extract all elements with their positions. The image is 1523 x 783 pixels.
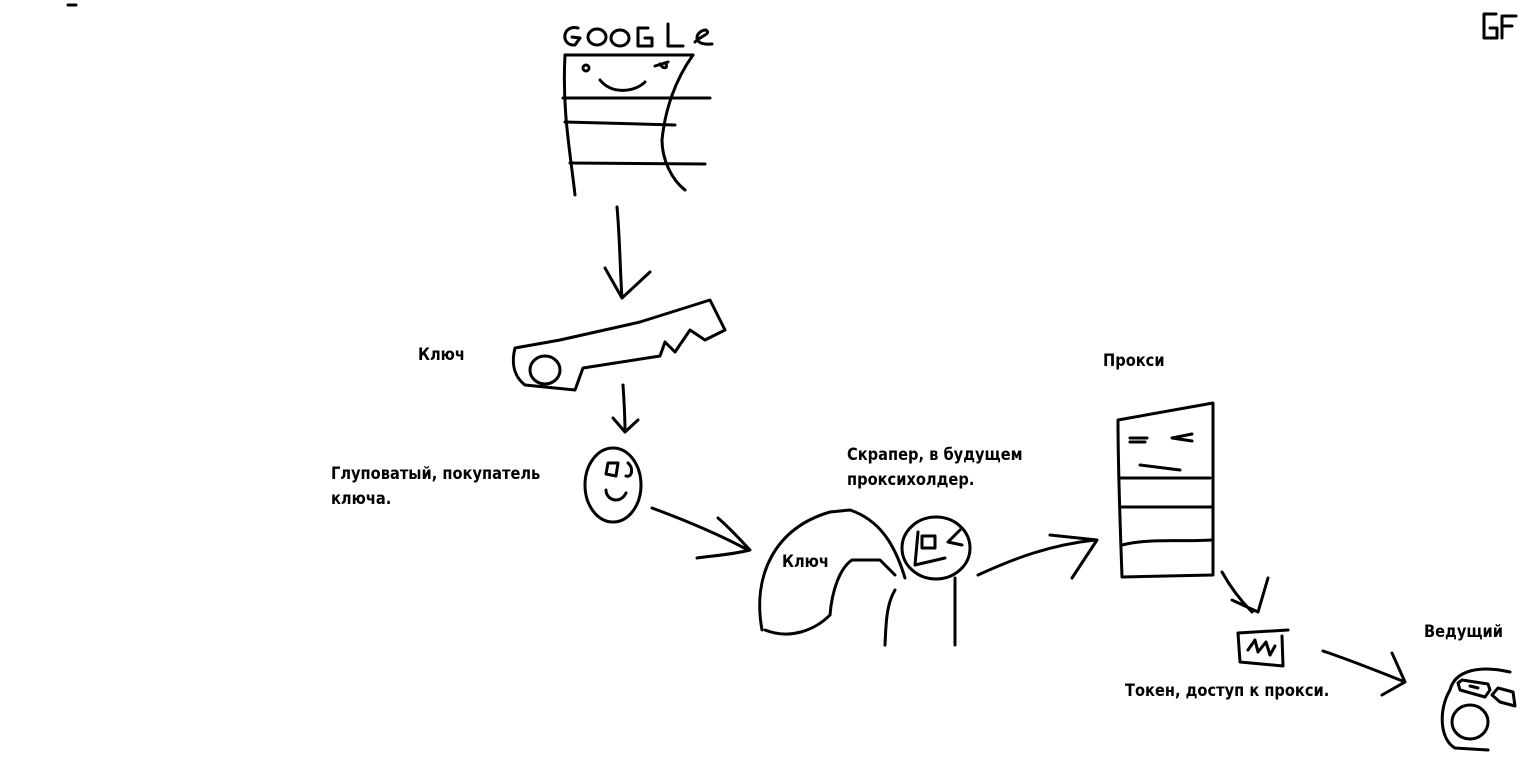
label-key-carried: Ключ — [782, 552, 829, 572]
label-scraper: Скрапер, в будущем — [847, 445, 1023, 465]
label-host: Ведущий — [1424, 622, 1504, 642]
scraper-figure-drawing — [758, 508, 972, 647]
gf-corner-logo — [1482, 12, 1518, 40]
arrow-proxy-to-token — [1220, 570, 1270, 614]
google-server-drawing — [561, 53, 712, 197]
arrow-buyer-to-scraper — [650, 506, 752, 560]
arrow-token-to-host — [1321, 649, 1407, 697]
label-buyer-line2: ключа. — [331, 489, 392, 509]
arrow-google-to-key — [603, 205, 652, 300]
buyer-face-drawing — [583, 446, 643, 524]
proxy-server-drawing — [1116, 401, 1215, 579]
key-drawing — [511, 298, 727, 392]
token-drawing — [1236, 628, 1290, 668]
label-proxy: Прокси — [1103, 351, 1165, 371]
label-scraper-line2: проксихолдер. — [847, 470, 975, 490]
label-token: Токен, доступ к прокси. — [1125, 681, 1330, 701]
google-logo — [563, 22, 714, 48]
host-face-drawing — [1440, 667, 1517, 752]
label-key: Ключ — [418, 345, 465, 365]
label-buyer: Глуповатый, покупатель — [331, 464, 541, 484]
arrow-scraper-to-proxy — [976, 533, 1099, 580]
arrow-key-to-buyer — [611, 383, 640, 434]
